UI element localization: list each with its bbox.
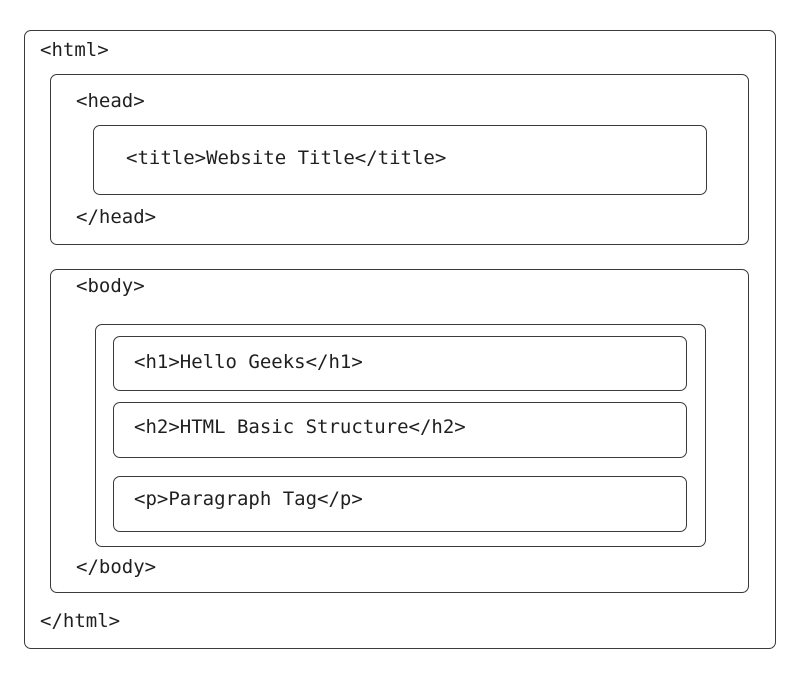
head-element-box — [50, 74, 749, 245]
p-element-box — [113, 476, 687, 532]
body-element-box — [50, 269, 749, 593]
body-content-box — [95, 324, 706, 547]
title-element-text: <title>Website Title</title> — [126, 147, 447, 169]
html-close-tag: </html> — [40, 610, 121, 632]
h2-element-box — [113, 402, 687, 458]
head-close-tag: </head> — [76, 206, 157, 228]
h1-element-text: <h1>Hello Geeks</h1> — [134, 351, 363, 373]
body-close-tag: </body> — [76, 556, 157, 578]
title-element-box — [93, 125, 707, 195]
p-element-text: <p>Paragraph Tag</p> — [134, 488, 363, 510]
head-open-tag: <head> — [76, 90, 145, 112]
h1-element-box — [113, 336, 687, 391]
html-element-box — [24, 30, 776, 649]
h2-element-text: <h2>HTML Basic Structure</h2> — [134, 416, 466, 438]
html-open-tag: <html> — [40, 39, 109, 61]
body-open-tag: <body> — [76, 275, 145, 297]
